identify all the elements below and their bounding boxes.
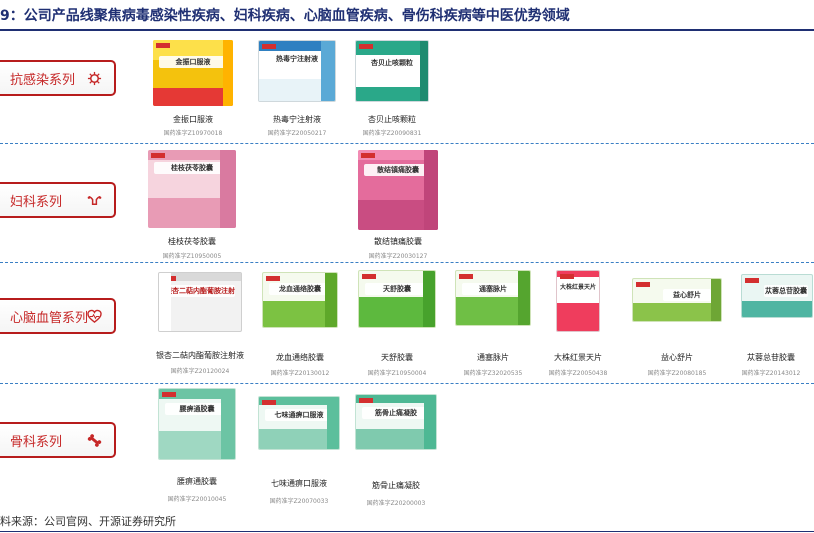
category-label: 心脑血管系列 [10, 310, 89, 326]
product-name: 银杏二萜内酯葡胺注射液 [156, 351, 244, 360]
product-box-label: 热毒宁注射液 [265, 53, 329, 65]
product-box-label: 益心舒片 [663, 289, 711, 301]
product-name: 金振口服液 [173, 115, 213, 124]
product-name: 龙血通络胶囊 [276, 353, 324, 362]
product-registration: 国药准字Z20143012 [741, 370, 801, 377]
product-box-label: 散结镇痛胶囊 [364, 164, 432, 176]
category-gynecology: 妇科系列 [0, 182, 116, 218]
product-registration: 国药准字Z20070033 [269, 498, 329, 505]
category-orthopedic: 骨科系列 [0, 422, 116, 458]
category-cardio: 心脑血管系列 [0, 298, 116, 334]
title-rule [0, 29, 814, 31]
product-box: 银杏二萜内酯葡胺注射液 [158, 272, 242, 332]
product-registration: 国药准字Z20200003 [366, 500, 426, 507]
product-name: 筋骨止痛凝胶 [372, 481, 420, 490]
figure-title: 9：公司产品线聚焦病毒感染性疾病、妇科疾病、心脑血管疾病、骨伤科疾病等中医优势领… [0, 8, 570, 24]
product-box: 七味通痹口服液 [258, 396, 340, 450]
product-registration: 国药准字Z20090831 [362, 130, 422, 137]
product-box-label: 桂枝茯苓胶囊 [154, 162, 230, 174]
product-registration: 国药准字Z20030127 [368, 253, 428, 260]
product-box-label: 龙血通络胶囊 [269, 283, 331, 295]
product-name: 天舒胶囊 [381, 353, 413, 362]
heart-icon [87, 309, 102, 324]
product-box: 筋骨止痛凝胶 [355, 394, 437, 450]
product-name: 杏贝止咳颗粒 [368, 115, 416, 124]
product-box-label: 大株红景天片 [559, 281, 597, 292]
section-divider [0, 262, 814, 263]
product-name: 通塞脉片 [477, 353, 509, 362]
product-box-label: 金振口服液 [159, 56, 227, 68]
product-registration: 国药准字Z20050438 [548, 370, 608, 377]
product-box: 龙血通络胶囊 [262, 272, 338, 328]
product-registration: 国药准字Z10950005 [162, 253, 222, 260]
product-name: 桂枝茯苓胶囊 [168, 237, 216, 246]
product-box: 散结镇痛胶囊 [358, 150, 438, 230]
product-box: 大株红景天片 [556, 270, 600, 332]
product-box: 杏贝止咳颗粒 [355, 40, 429, 102]
product-box: 腰痹通胶囊 [158, 388, 236, 460]
product-box-label: 筋骨止痛凝胶 [362, 407, 430, 419]
product-name: 热毒宁注射液 [273, 115, 321, 124]
product-box: 益心舒片 [632, 278, 722, 322]
product-registration: 国药准字Z20010045 [167, 496, 227, 503]
bone-icon [87, 434, 102, 447]
product-box-label: 通塞脉片 [462, 283, 524, 295]
product-registration: 国药准字Z32020535 [463, 370, 523, 377]
product-registration: 国药准字Z20130012 [270, 370, 330, 377]
product-name: 七味通痹口服液 [271, 479, 327, 488]
product-registration: 国药准字Z20120024 [170, 368, 230, 375]
uterus-icon [87, 196, 102, 205]
category-anti-infection: 抗感染系列 [0, 60, 116, 96]
product-box-label: 杏贝止咳颗粒 [362, 57, 422, 69]
bottom-rule [0, 531, 814, 532]
product-box-label: 腰痹通胶囊 [165, 403, 229, 415]
product-box-label: 银杏二萜内酯葡胺注射液 [165, 285, 235, 297]
product-name: 益心舒片 [661, 353, 693, 362]
product-name: 苁蓉总苷胶囊 [747, 353, 795, 362]
product-box-label: 天舒胶囊 [365, 283, 429, 295]
product-box: 桂枝茯苓胶囊 [148, 150, 236, 228]
product-registration: 国药准字Z20080185 [647, 370, 707, 377]
product-registration: 国药准字Z20050217 [267, 130, 327, 137]
product-name: 大株红景天片 [554, 353, 602, 362]
product-box: 通塞脉片 [455, 270, 531, 326]
product-name: 散结镇痛胶囊 [374, 237, 422, 246]
category-label: 抗感染系列 [10, 72, 76, 88]
product-box: 热毒宁注射液 [258, 40, 336, 102]
category-label: 妇科系列 [10, 194, 63, 210]
product-registration: 国药准字Z10950004 [367, 370, 427, 377]
product-box-label: 七味通痹口服液 [265, 409, 333, 421]
product-box: 金振口服液 [153, 40, 233, 106]
product-box: 天舒胶囊 [358, 270, 436, 328]
product-box-label: 苁蓉总苷胶囊 [764, 285, 808, 297]
virus-icon [87, 71, 102, 86]
section-divider [0, 143, 814, 144]
product-name: 腰痹通胶囊 [177, 477, 217, 486]
section-divider [0, 383, 814, 384]
product-box: 苁蓉总苷胶囊 [741, 274, 813, 318]
product-registration: 国药准字Z10970018 [163, 130, 223, 137]
source-note: 料来源：公司官网、开源证券研究所 [0, 515, 176, 528]
category-label: 骨科系列 [10, 434, 63, 450]
